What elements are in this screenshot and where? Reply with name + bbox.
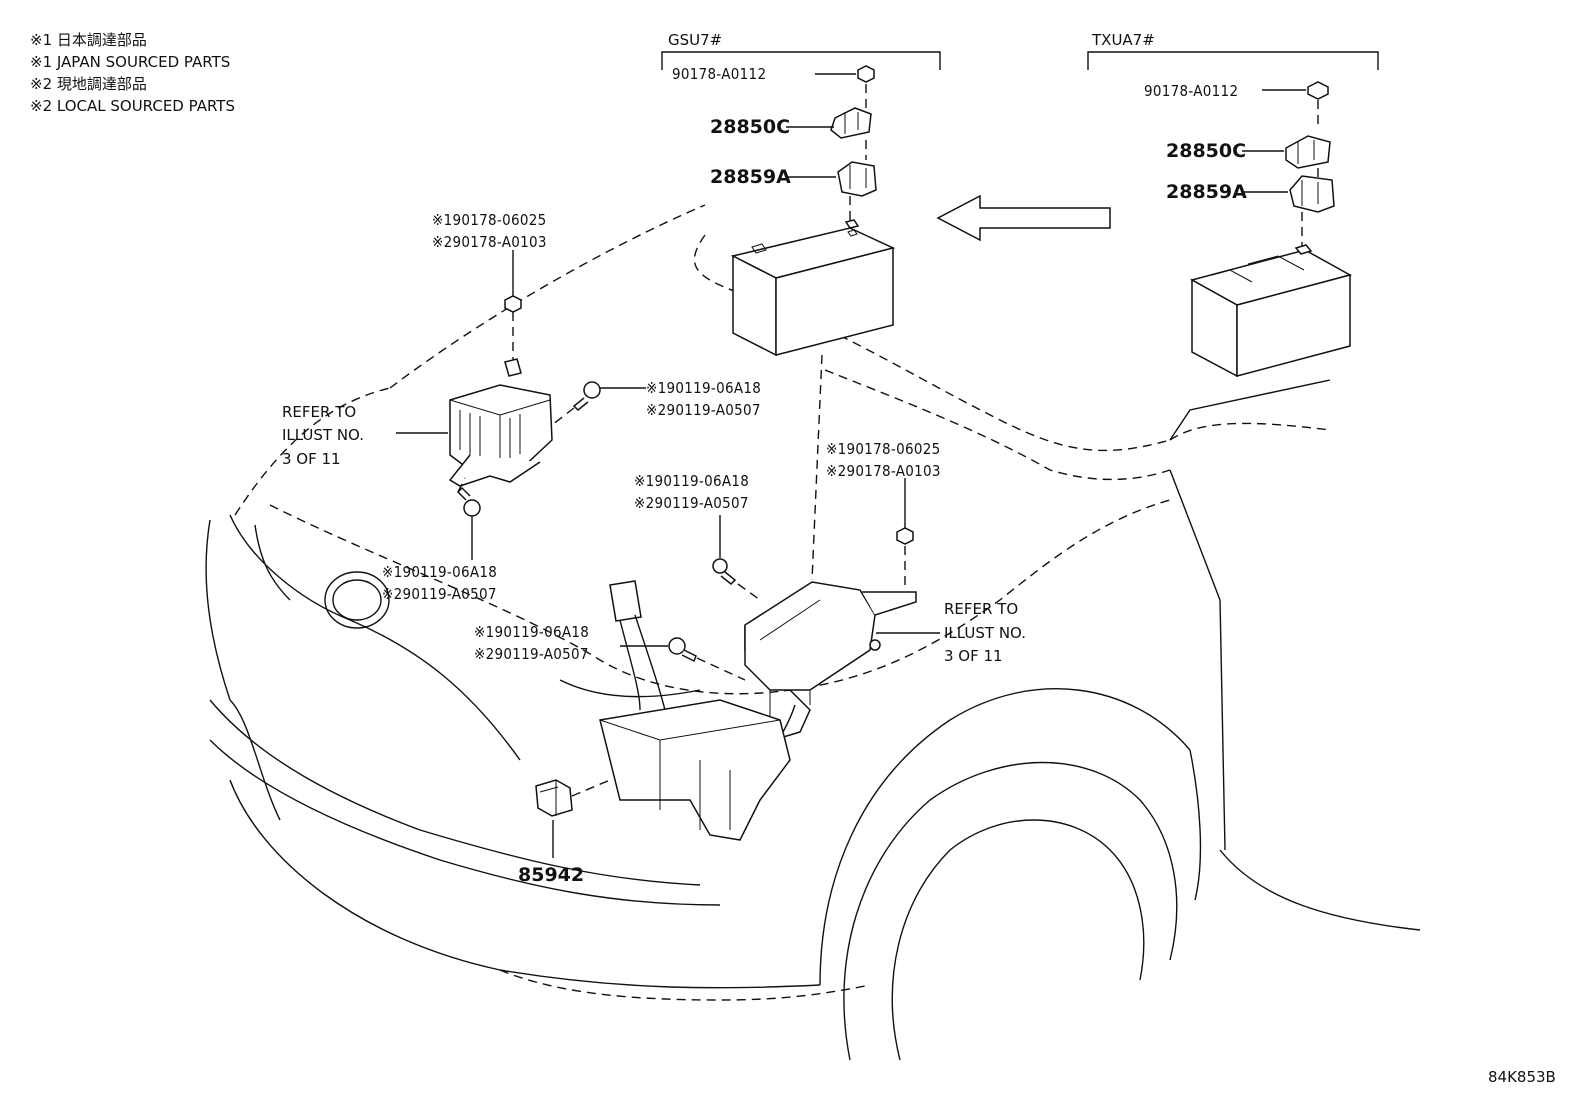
txua7-battery-group: 90178-A0112 28850C 28859A	[1144, 81, 1352, 378]
tx-bracket-icon	[1289, 175, 1335, 248]
gsu7-battery-group: 90178-A0112 28850C 28859A	[672, 65, 896, 581]
gsu-nut-label: 90178-A0112	[672, 65, 766, 83]
refer-right: REFER TO ILLUST NO. 3 OF 11	[944, 600, 1026, 665]
refer-right-line-2: ILLUST NO.	[944, 624, 1026, 642]
note-line-1: ※1 日本調達部品	[30, 31, 147, 49]
left-relay-block	[396, 250, 646, 560]
variant-gsu7: GSU7#	[661, 31, 941, 70]
note-line-3: ※2 現地調達部品	[30, 75, 147, 93]
nut-a-label-2: ※290178-A0103	[432, 233, 547, 251]
sourcing-notes: ※1 日本調達部品 ※1 JAPAN SOURCED PARTS ※2 現地調達…	[30, 31, 235, 115]
bolt-b-label-1: ※190119-06A18	[382, 563, 497, 581]
vehicle-outline	[205, 204, 1421, 1061]
refer-right-line-3: 3 OF 11	[944, 647, 1003, 665]
tx-clamp-label: 28850C	[1166, 140, 1246, 162]
gsu-bracket-icon	[837, 161, 877, 222]
gsu-battery-icon	[730, 219, 896, 357]
nut-b-icon	[896, 478, 914, 585]
gsu-clamp-label: 28850C	[710, 116, 790, 138]
gsu-clamp-icon	[830, 107, 872, 160]
variant-gsu7-label: GSU7#	[668, 31, 722, 49]
bolt-a-icon	[551, 381, 601, 426]
bolt-a-label-1: ※190119-06A18	[646, 379, 761, 397]
bolt-a-label-2: ※290119-A0507	[646, 401, 761, 419]
variant-txua7-label: TXUA7#	[1091, 31, 1155, 49]
note-line-2: ※1 JAPAN SOURCED PARTS	[30, 53, 230, 71]
refer-left-line-1: REFER TO	[282, 403, 356, 421]
nut-a-label-1: ※190178-06025	[432, 211, 547, 229]
nut-b-label-2: ※290178-A0103	[826, 462, 941, 480]
direction-arrow	[936, 194, 1111, 242]
relay-85942-icon	[535, 779, 611, 858]
refer-left-line-3: 3 OF 11	[282, 450, 341, 468]
bolt-d-label-2: ※290119-A0507	[474, 645, 589, 663]
note-line-4: ※2 LOCAL SOURCED PARTS	[30, 97, 235, 115]
tx-battery-icon	[1190, 244, 1352, 378]
bolt-d-icon	[668, 637, 746, 681]
tx-nut-icon	[1307, 81, 1329, 128]
gsu-nut-icon	[857, 65, 875, 110]
bolt-c-label-1: ※190119-06A18	[634, 472, 749, 490]
bolt-c-label-2: ※290119-A0507	[634, 494, 749, 512]
gsu-bracket-label: 28859A	[710, 166, 791, 188]
refer-left: REFER TO ILLUST NO. 3 OF 11	[282, 403, 364, 468]
bolt-d-label-1: ※190119-06A18	[474, 623, 589, 641]
bolt-b-label-2: ※290119-A0507	[382, 585, 497, 603]
tx-clamp-icon	[1285, 135, 1331, 178]
tx-bracket-label: 28859A	[1166, 181, 1247, 203]
nut-b-label-1: ※190178-06025	[826, 440, 941, 458]
relay-85942-label: 85942	[518, 864, 584, 886]
tx-nut-label: 90178-A0112	[1144, 82, 1238, 100]
refer-right-line-1: REFER TO	[944, 600, 1018, 618]
reservoir-tank	[559, 580, 791, 841]
refer-left-line-2: ILLUST NO.	[282, 426, 364, 444]
bolt-b-icon	[456, 477, 481, 560]
variant-txua7: TXUA7#	[1087, 31, 1379, 70]
fuse-box	[620, 478, 940, 751]
illustration-code: 84K853B	[1488, 1068, 1556, 1086]
bolt-c-icon	[712, 515, 761, 601]
